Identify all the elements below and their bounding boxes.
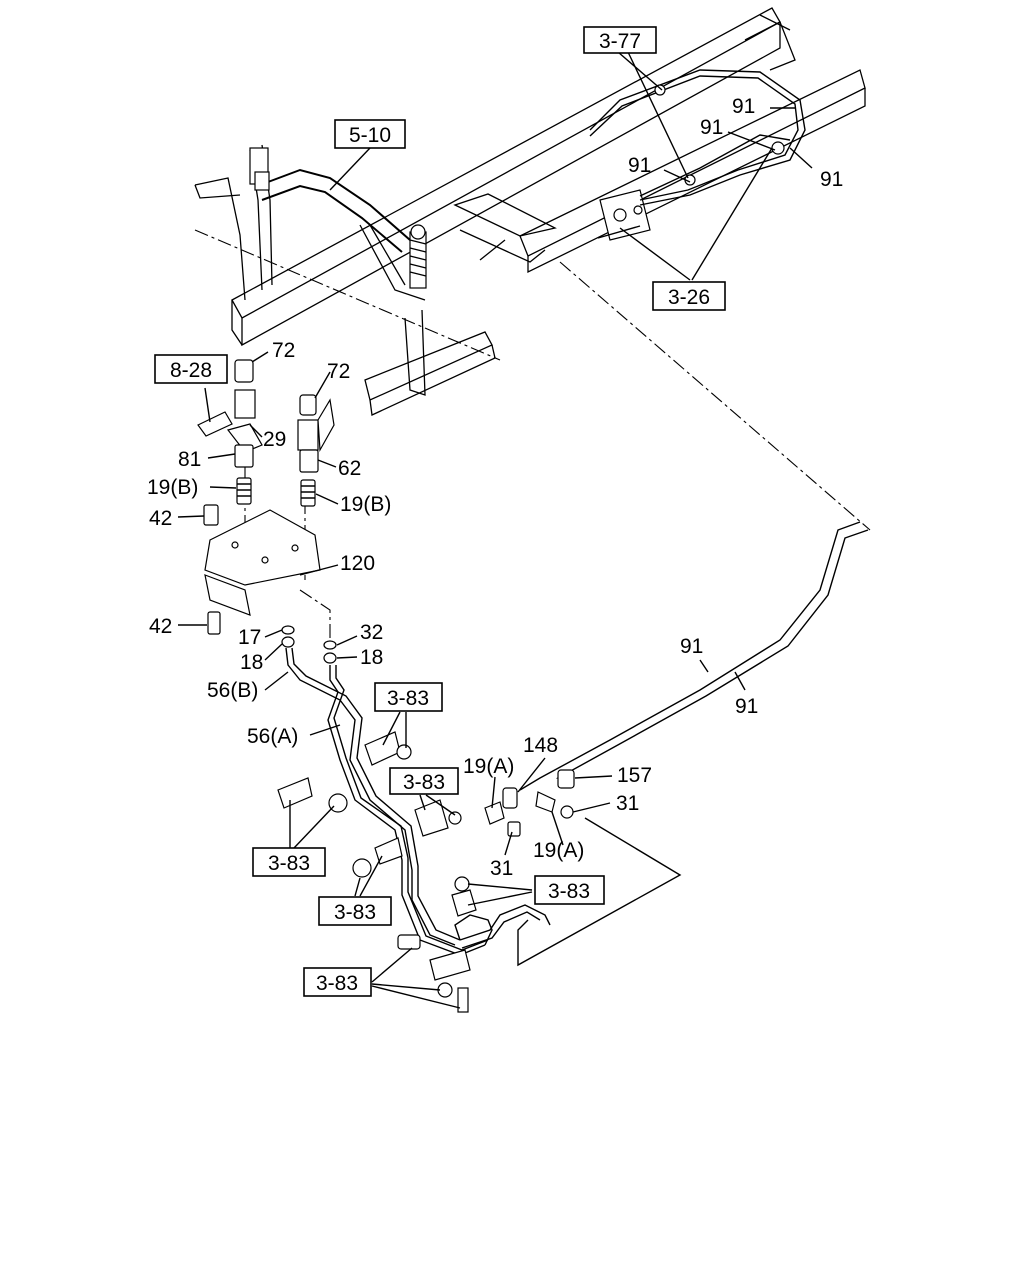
label-19b-a: 19(B) xyxy=(147,476,198,499)
label-91-f: 91 xyxy=(735,695,758,718)
chassis-frame xyxy=(194,7,866,416)
label-56b: 56(B) xyxy=(207,679,258,702)
ref-box-3-83-e[interactable]: 3-83 xyxy=(318,896,392,926)
svg-text:3-83: 3-83 xyxy=(334,901,376,924)
svg-text:5-10: 5-10 xyxy=(349,124,391,147)
label-91-a: 91 xyxy=(732,95,755,118)
label-72-a: 72 xyxy=(272,339,295,362)
label-120: 120 xyxy=(340,552,375,575)
pipes-56 xyxy=(285,647,551,956)
clips xyxy=(277,731,575,1013)
valve-assembly xyxy=(197,359,337,664)
label-17: 17 xyxy=(238,626,261,649)
label-19a-b: 19(A) xyxy=(533,839,584,862)
ref-box-3-83-c[interactable]: 3-83 xyxy=(252,847,326,877)
ref-box-3-83-f[interactable]: 3-83 xyxy=(303,967,372,997)
label-42-a: 42 xyxy=(149,507,172,530)
label-72-b: 72 xyxy=(327,360,350,383)
svg-text:3-83: 3-83 xyxy=(316,972,358,995)
label-18-b: 18 xyxy=(360,646,383,669)
label-19a-a: 19(A) xyxy=(463,755,514,778)
svg-text:3-83: 3-83 xyxy=(268,852,310,875)
center-lines xyxy=(194,229,871,640)
label-91-c: 91 xyxy=(628,154,651,177)
ref-box-3-26[interactable]: 3-26 xyxy=(652,281,726,311)
ref-box-8-28[interactable]: 8-28 xyxy=(154,354,228,384)
label-148: 148 xyxy=(523,734,558,757)
svg-text:8-28: 8-28 xyxy=(170,359,212,382)
label-29: 29 xyxy=(263,428,286,451)
label-31-b: 31 xyxy=(490,857,513,880)
leader-lines xyxy=(177,51,813,1009)
label-31-a: 31 xyxy=(616,792,639,815)
label-42-b: 42 xyxy=(149,615,172,638)
svg-text:3-83: 3-83 xyxy=(403,771,445,794)
label-62: 62 xyxy=(338,457,361,480)
svg-text:3-77: 3-77 xyxy=(599,30,641,53)
label-32: 32 xyxy=(360,621,383,644)
svg-text:3-83: 3-83 xyxy=(548,880,590,903)
label-18-a: 18 xyxy=(240,651,263,674)
ref-box-3-77[interactable]: 3-77 xyxy=(583,26,657,54)
label-91-d: 91 xyxy=(820,168,843,191)
label-19b-b: 19(B) xyxy=(340,493,391,516)
label-91-e: 91 xyxy=(680,635,703,658)
label-56a: 56(A) xyxy=(247,725,298,748)
ref-box-5-10[interactable]: 5-10 xyxy=(334,119,406,149)
label-157: 157 xyxy=(617,764,652,787)
ref-box-3-83-d[interactable]: 3-83 xyxy=(534,875,605,905)
svg-text:3-26: 3-26 xyxy=(668,286,710,309)
label-81: 81 xyxy=(178,448,201,471)
svg-text:3-83: 3-83 xyxy=(387,687,429,710)
ref-box-3-83-a[interactable]: 3-83 xyxy=(374,682,443,712)
part-labels: 91 91 91 91 72 72 29 81 62 19(B) 19(B) 4… xyxy=(147,95,843,880)
reference-boxes: 3-77 5-10 3-26 8-28 3-83 3-83 3-83 3-83 xyxy=(154,26,726,997)
label-91-b: 91 xyxy=(700,116,723,139)
ref-box-3-83-b[interactable]: 3-83 xyxy=(389,767,459,795)
